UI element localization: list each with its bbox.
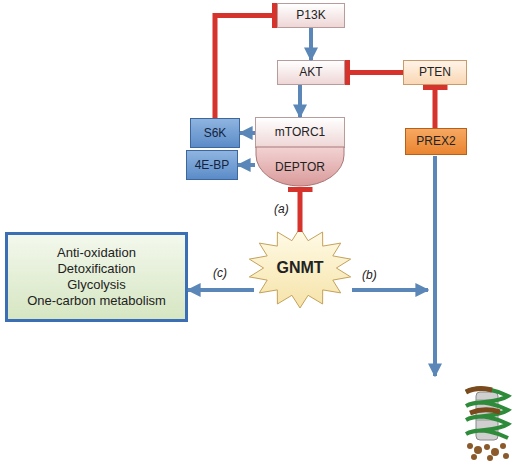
node-text: PREX2 <box>416 134 455 149</box>
node-text: Glycolysis <box>67 277 126 293</box>
edge-label: (a) <box>274 202 289 216</box>
node-text: Anti-oxidation <box>57 245 136 261</box>
node-text: 4E-BP <box>195 158 230 173</box>
protein-strand <box>470 410 500 413</box>
inhibition-connector <box>298 187 303 232</box>
starburst-shape <box>249 228 350 308</box>
effector-box: 4E-BP <box>186 150 238 180</box>
node-text: GNMT <box>276 258 323 278</box>
node-text: PTEN <box>419 65 451 80</box>
regulator-box: PREX2 <box>405 128 467 155</box>
fragment-dot <box>487 455 493 461</box>
node-text: mTORC1 <box>275 125 325 140</box>
kinase-box: P13K <box>277 3 345 28</box>
protein-illustration <box>466 389 509 461</box>
node-text: One-carbon metabolism <box>27 293 166 309</box>
node-text: S6K <box>204 126 227 141</box>
pathway-arrow <box>352 288 428 292</box>
fragment-dot <box>491 448 499 456</box>
inhibitor-dome: DEPTOR <box>255 147 345 187</box>
fragment-dot <box>503 453 509 459</box>
inhibition-connector <box>215 16 277 119</box>
protein-strand <box>466 389 492 392</box>
protein-helix <box>466 389 508 438</box>
fragment-dot <box>474 446 482 454</box>
kinase-box: AKT <box>277 60 345 85</box>
effector-box: S6K <box>190 118 240 148</box>
node-text: P13K <box>296 8 325 23</box>
activation-arrow <box>188 288 254 292</box>
edge-label: (c) <box>213 266 227 280</box>
fragment-dot <box>500 443 506 449</box>
enzyme-starburst: GNMT <box>248 228 352 308</box>
activation-arrow <box>240 131 255 135</box>
pathway-arrow <box>433 156 437 376</box>
activation-arrow <box>309 28 313 60</box>
inhibition-connector <box>433 85 438 128</box>
node-text: Detoxification <box>57 261 135 277</box>
fragment-dot <box>484 444 490 450</box>
activation-arrow <box>298 85 302 117</box>
fragment-dot <box>471 454 477 460</box>
complex-box: mTORC1 <box>255 117 345 148</box>
dome-shape <box>256 147 344 186</box>
node-text: AKT <box>299 65 322 80</box>
activation-arrow <box>238 163 255 167</box>
function-box: Anti-oxidationDetoxificationGlycolysisOn… <box>5 232 188 322</box>
inhibition-connector <box>345 70 403 75</box>
pathway-label: (b) <box>362 268 377 282</box>
fragment-dot <box>467 443 473 449</box>
node-text: DEPTOR <box>275 160 325 175</box>
phosphatase-box: PTEN <box>403 60 467 85</box>
